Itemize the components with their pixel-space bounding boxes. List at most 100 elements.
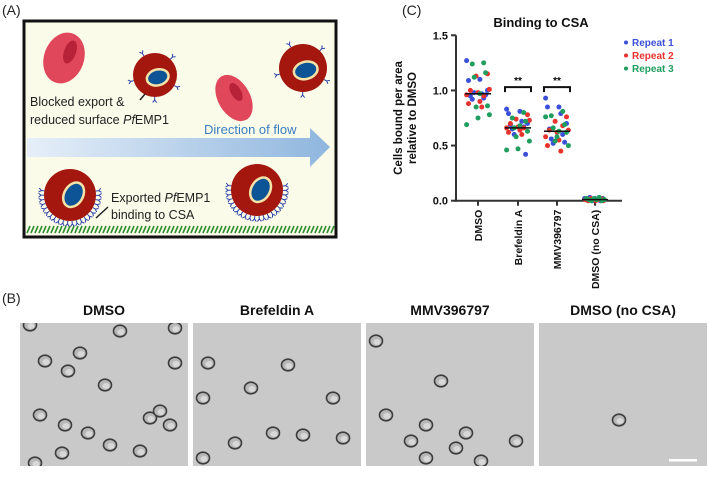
data-point [486, 86, 492, 92]
pfemp1-knob-icon [38, 187, 45, 193]
pfemp1-knob-icon [262, 215, 267, 222]
pfemp1-knob-icon [127, 79, 134, 85]
micrograph-brefeldin [193, 323, 361, 466]
csa-strand [66, 225, 71, 234]
data-point [467, 87, 473, 93]
pfemp1-knob-icon [39, 203, 46, 208]
csa-strand [74, 225, 79, 234]
data-point [558, 148, 564, 154]
pointer-line [95, 206, 109, 219]
csa-strand [98, 225, 103, 234]
csa-strand [306, 225, 311, 234]
csa-strand [118, 225, 123, 234]
csa-strand [158, 225, 163, 234]
data-point [519, 118, 525, 124]
legend-marker [624, 53, 628, 58]
pfemp1-knob-icon [79, 218, 85, 225]
csa-strand [126, 225, 131, 234]
data-point [562, 139, 568, 145]
cell [57, 418, 73, 432]
significance-bracket [504, 86, 532, 93]
data-point [485, 103, 490, 109]
data-point [515, 146, 521, 152]
x-tick-label: DMSO [473, 210, 485, 242]
significance-label: ** [553, 76, 561, 87]
csa-strand [170, 225, 175, 234]
csa-strand [70, 225, 75, 234]
blocked-label-1: Blocked export & [30, 95, 125, 109]
data-point [545, 104, 550, 110]
data-point [552, 118, 558, 124]
infected-rbc [127, 50, 181, 103]
panel-label-a: (A) [2, 2, 21, 18]
data-point [466, 101, 471, 107]
csa-strand [330, 225, 335, 234]
csa-strand [282, 225, 287, 234]
data-point [517, 108, 523, 114]
data-point [464, 58, 470, 64]
data-point [509, 115, 515, 121]
cell [448, 441, 464, 455]
data-point [513, 116, 519, 122]
data-point [552, 138, 558, 144]
y-tick-label: 1.0 [433, 85, 448, 97]
pfemp1-knob-icon [225, 182, 232, 188]
csa-strand [190, 225, 195, 234]
pfemp1-knob-icon [94, 203, 101, 208]
cell [508, 434, 524, 448]
data-point [562, 122, 568, 128]
data-point [543, 95, 549, 101]
y-tick-label: 0.5 [433, 141, 448, 153]
csa-strand [206, 225, 211, 234]
data-point [477, 98, 483, 104]
data-point [504, 106, 510, 112]
pfemp1-knob-icon [286, 41, 292, 48]
csa-strand [318, 225, 323, 234]
infected-rbc [273, 41, 330, 98]
csa-strand [182, 225, 187, 234]
data-point [565, 143, 571, 149]
legend-marker [624, 40, 628, 45]
pfemp1-knob-icon [246, 215, 252, 222]
csa-strand [42, 225, 47, 234]
cell [195, 451, 211, 465]
pfemp1-knob-icon [92, 207, 99, 213]
pfemp1-knob-icon [279, 202, 286, 208]
data-point [475, 115, 481, 121]
data-points: **** [464, 58, 608, 204]
csa-strand [30, 225, 35, 234]
uninfected-rbc [215, 74, 253, 122]
cell [473, 454, 489, 466]
chart-title: Binding to CSA [493, 15, 589, 30]
csa-strand [58, 225, 63, 234]
panel-label-b: (B) [2, 290, 21, 306]
csa-strand [230, 225, 235, 234]
data-point [550, 125, 556, 131]
pfemp1-knob-icon [139, 50, 145, 57]
data-point [560, 108, 566, 114]
csa-strand [310, 225, 315, 234]
pointer-line [139, 93, 146, 101]
csa-strand [278, 225, 283, 234]
csa-strand [50, 225, 55, 234]
data-point [473, 104, 479, 110]
pfemp1-knob-icon [43, 210, 50, 217]
data-point [564, 114, 569, 120]
cell [368, 334, 384, 348]
pfemp1-knob-icon [225, 192, 232, 198]
csa-strand [222, 225, 227, 234]
data-point [486, 112, 492, 118]
pfemp1-knob-icon [242, 213, 247, 220]
pfemp1-knob-icon [234, 208, 240, 215]
pfemp1-knob-icon [55, 218, 60, 225]
legend-entry: Repeat 1 [632, 38, 674, 49]
pfemp1-knob-icon [228, 202, 235, 208]
pfemp1-knob-icon [266, 213, 272, 220]
data-point [525, 112, 530, 118]
csa-substrate [26, 225, 335, 234]
data-point [543, 134, 549, 140]
pfemp1-knob-icon [230, 205, 237, 212]
pfemp1-knob-icon [274, 208, 280, 215]
